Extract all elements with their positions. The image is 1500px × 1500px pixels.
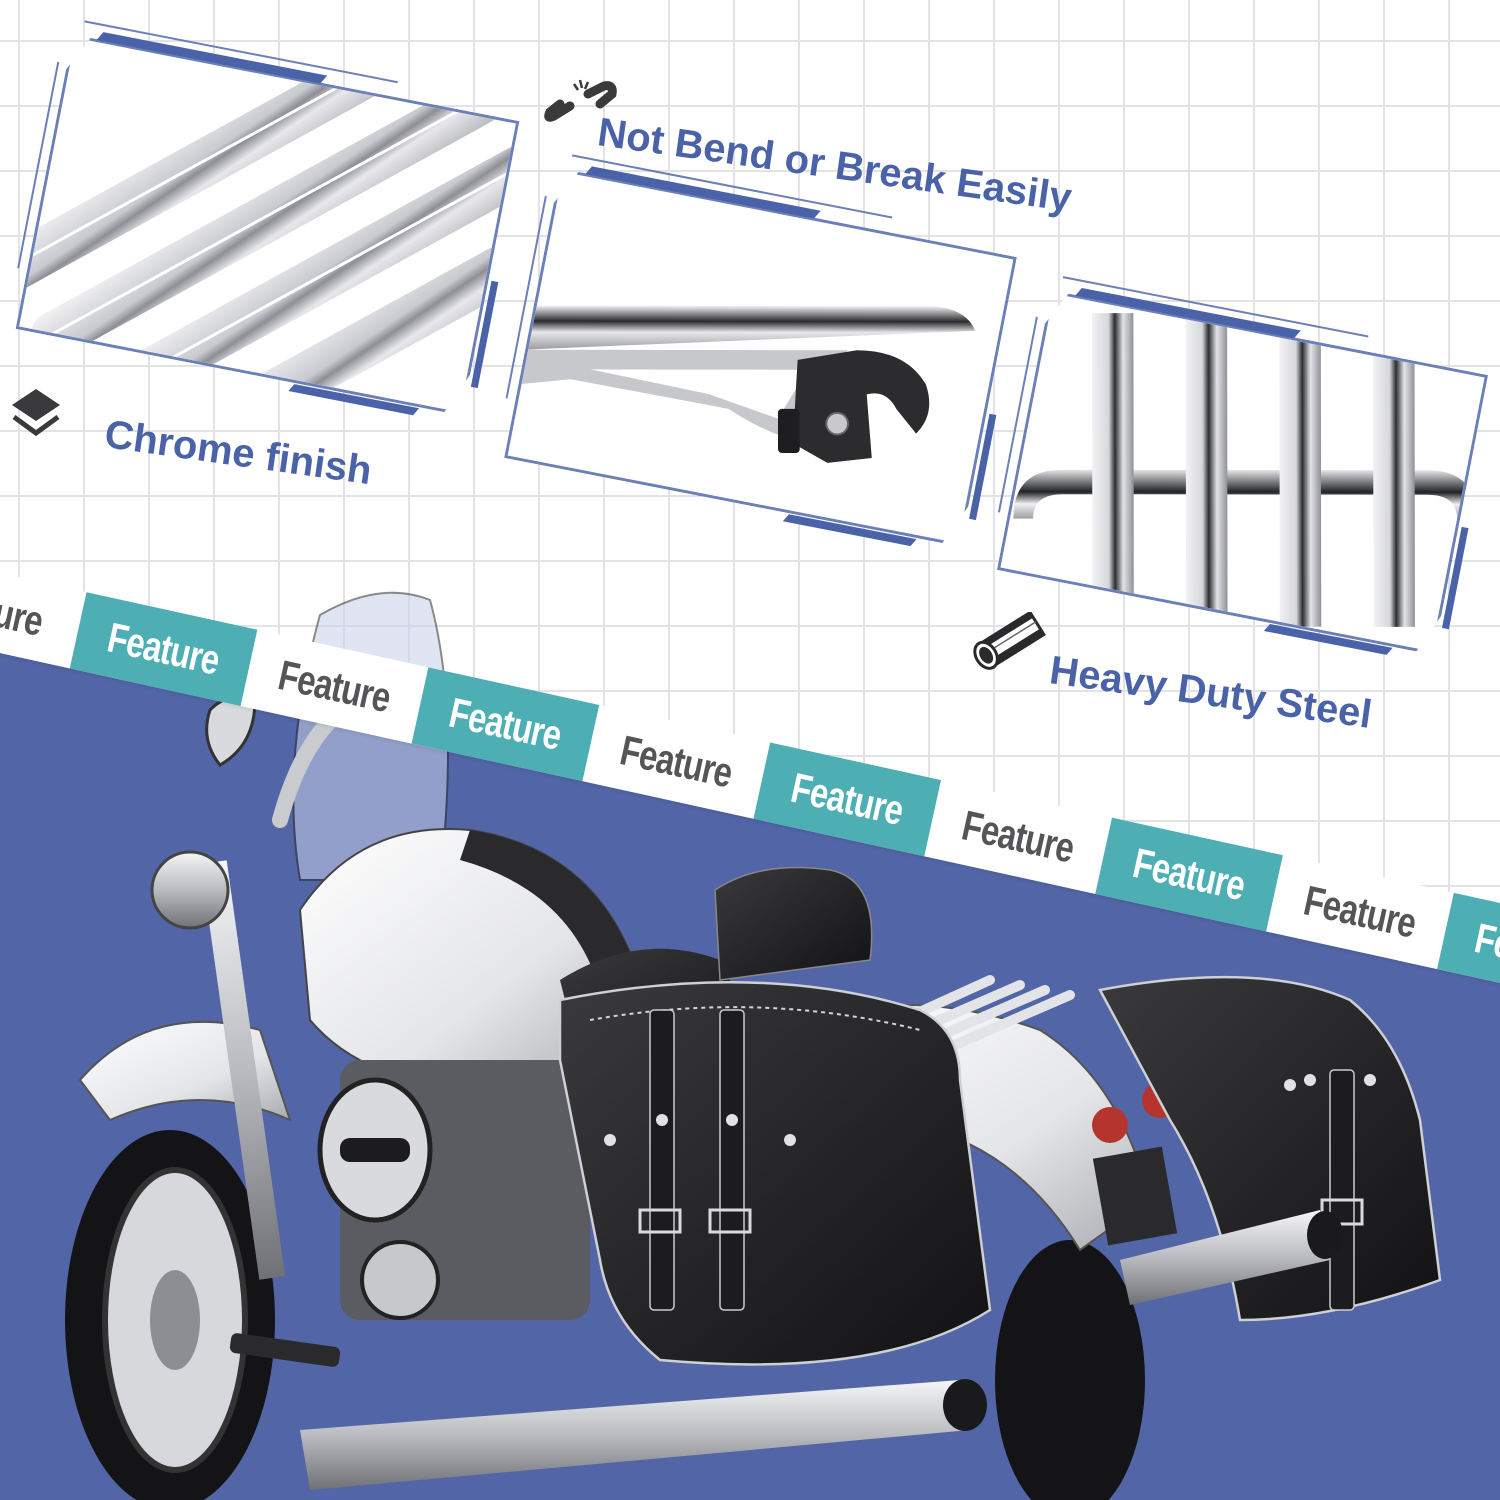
feature-card-strength [504, 154, 1017, 546]
motorcycle-hero-image [65, 591, 1442, 1500]
vertical-bars-illustration [1000, 294, 1484, 652]
feature-card-steel [997, 276, 1488, 655]
broken-link-icon [540, 76, 620, 128]
steel-tube-icon [968, 610, 1050, 670]
product-image-vertical-bars [997, 290, 1488, 655]
product-image-mount-latch [504, 168, 1017, 546]
mount-latch-illustration [508, 172, 1014, 543]
layers-icon [8, 385, 64, 441]
